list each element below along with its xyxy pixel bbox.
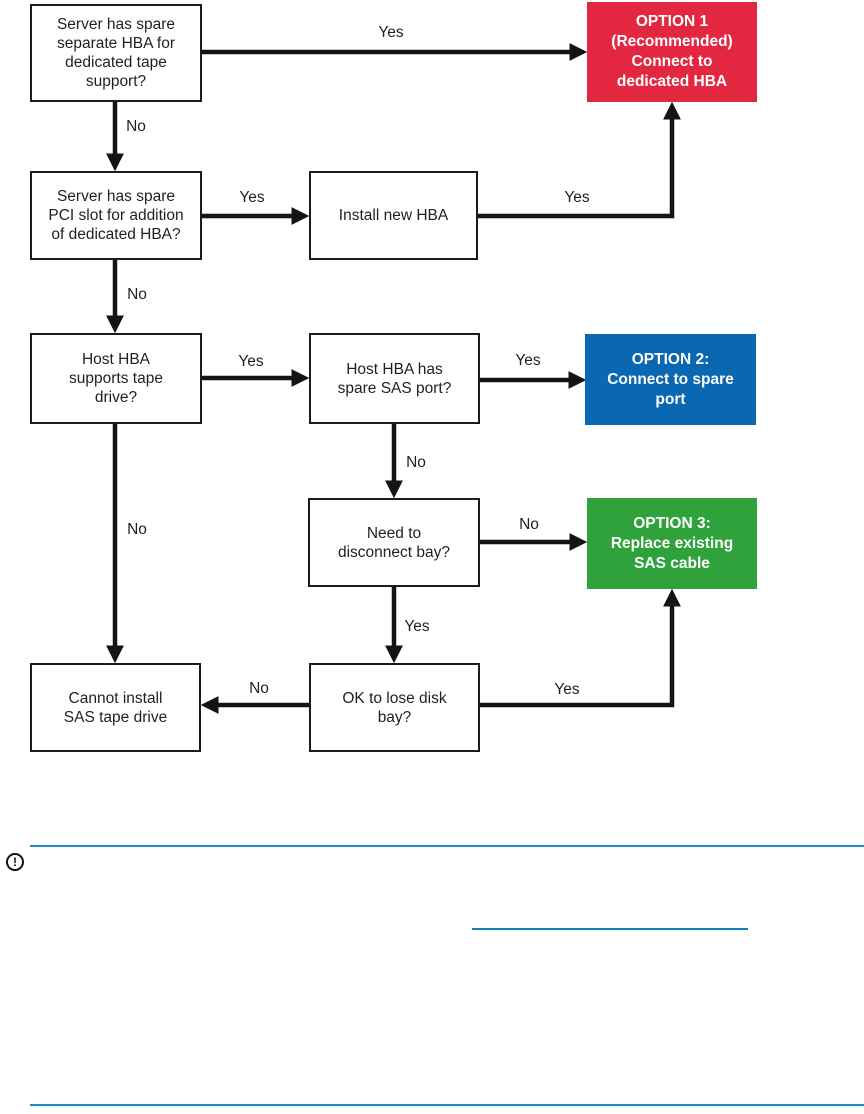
edge-label-yes: Yes — [554, 681, 580, 698]
edge-label-yes: Yes — [378, 24, 404, 41]
node-need-disconnect-bay: Need to disconnect bay? — [308, 498, 480, 587]
node-cannot-install: Cannot install SAS tape drive — [30, 663, 201, 752]
edge-label-no: No — [126, 118, 146, 135]
node-option3-replace-cable: OPTION 3: Replace existing SAS cable — [587, 498, 757, 589]
edge-label-no: No — [519, 516, 539, 533]
important-icon-glyph: ! — [13, 855, 17, 869]
edge-label-no: No — [406, 454, 426, 471]
edge-label-yes: Yes — [515, 352, 541, 369]
edge-label-no: No — [249, 680, 269, 697]
edge-label-yes: Yes — [238, 353, 264, 370]
node-hba-supports-tape: Host HBA supports tape drive? — [30, 333, 202, 424]
node-install-new-hba: Install new HBA — [309, 171, 478, 260]
node-hba-spare-sas-port: Host HBA has spare SAS port? — [309, 333, 480, 424]
important-icon: ! — [6, 853, 24, 871]
node-option1-dedicated-hba: OPTION 1 (Recommended) Connect to dedica… — [587, 2, 757, 102]
node-spare-dedicated-hba: Server has spare separate HBA for dedica… — [30, 4, 202, 102]
edge-label-no: No — [127, 286, 147, 303]
edge-label-yes: Yes — [564, 189, 590, 206]
node-ok-lose-disk-bay: OK to lose disk bay? — [309, 663, 480, 752]
hyperlink-underline[interactable] — [472, 928, 748, 930]
flowchart-arrows — [106, 43, 681, 714]
node-option2-spare-port: OPTION 2: Connect to spare port — [585, 334, 756, 425]
edge-label-yes: Yes — [404, 618, 430, 635]
arrow-oklose-yes-option3 — [480, 588, 681, 708]
arrow-install-yes-option1 — [478, 101, 681, 219]
section-divider-top — [30, 845, 864, 847]
page-footer-rule — [30, 1104, 864, 1106]
edge-label-no: No — [127, 521, 147, 538]
node-spare-pci-slot: Server has spare PCI slot for addition o… — [30, 171, 202, 260]
edge-label-yes: Yes — [239, 189, 265, 206]
